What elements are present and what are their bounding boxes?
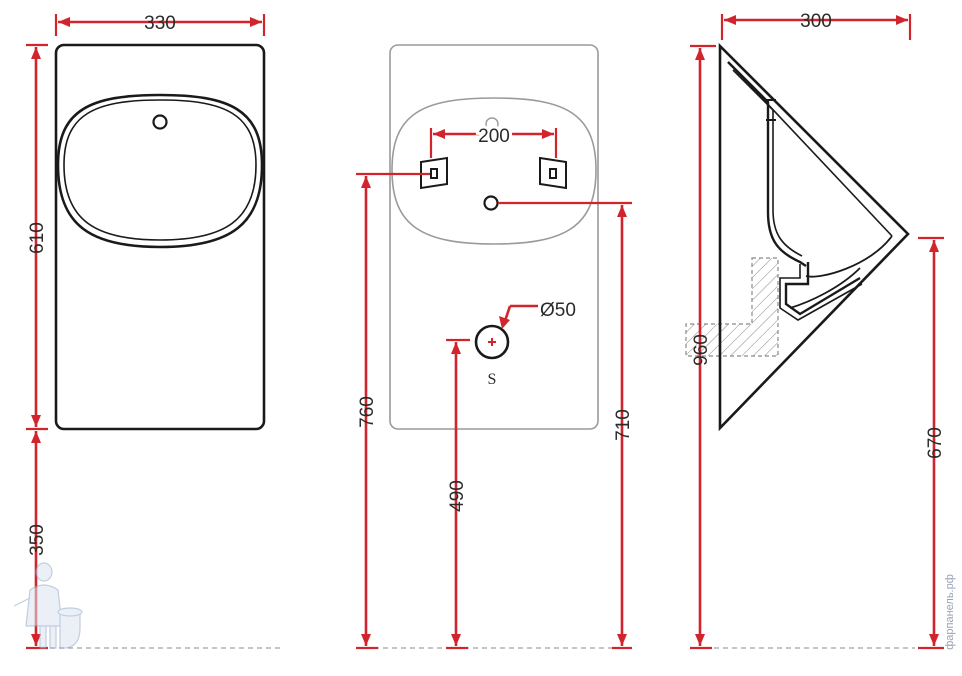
bracket-height-label: 760	[357, 396, 378, 428]
outlet-center-mark	[488, 338, 496, 346]
front-sensor-hole	[152, 114, 168, 130]
front-width-label: 330	[144, 13, 176, 34]
front-view	[54, 43, 266, 431]
front-height-label: 610	[27, 222, 48, 254]
side-basin-curve	[789, 235, 893, 309]
side-body-outline	[718, 42, 910, 432]
front-basin-outer	[56, 93, 264, 249]
side-total-height-label: 960	[691, 334, 712, 366]
bracket-height-dimension: 760	[356, 172, 430, 650]
rear-view: S	[389, 44, 599, 430]
side-depth-label: 300	[800, 11, 832, 32]
left-bracket-icon	[420, 156, 448, 190]
front-height-dimension: 610	[26, 43, 48, 431]
rear-sensor-hole	[485, 117, 499, 131]
rear-inlet-hole	[483, 195, 499, 211]
outlet-label: S	[488, 371, 497, 388]
front-width-dimension: 330	[54, 13, 266, 36]
front-basin-inner	[63, 99, 257, 241]
side-view	[685, 42, 910, 432]
side-trap	[784, 262, 861, 316]
front-body-outline	[54, 43, 266, 431]
outlet-diameter-label: Ø50	[540, 300, 576, 321]
outlet-height-label: 490	[447, 480, 468, 512]
side-flush-pipe	[727, 61, 807, 267]
plumber-mascot-icon	[13, 562, 83, 649]
inlet-height-dimension: 710	[498, 201, 634, 650]
outlet-height-dimension: 490	[446, 338, 470, 650]
rear-body-outline	[389, 44, 599, 430]
side-rim-height-dimension: 670	[918, 236, 946, 650]
rear-basin-outline	[391, 97, 597, 245]
watermark-text: фарпанель.рф	[944, 574, 956, 650]
outlet-diameter-leader: Ø50	[499, 300, 576, 329]
bracket-spacing-label: 200	[478, 126, 510, 147]
front-floor-label: 350	[27, 524, 48, 556]
side-depth-dimension: 300	[720, 11, 912, 40]
inlet-height-label: 710	[613, 409, 634, 441]
bracket-spacing-dimension: 200	[429, 123, 558, 158]
right-bracket-icon	[539, 156, 567, 190]
side-rim-height-label: 670	[925, 427, 946, 459]
outlet-circle	[474, 324, 510, 360]
side-total-height-dimension: 960	[690, 44, 716, 650]
drain-hatch-area	[685, 257, 779, 357]
